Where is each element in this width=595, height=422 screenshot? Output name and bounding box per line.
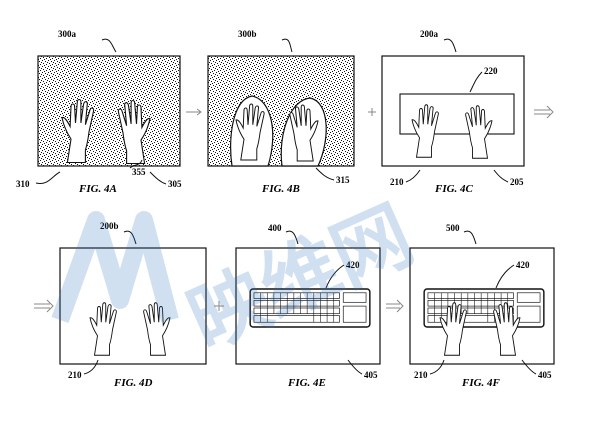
figure-caption: FIG. 4E [287, 377, 326, 389]
leader-line [285, 230, 299, 245]
ref-label: 420 [346, 260, 360, 270]
leader-line [83, 359, 99, 375]
plus-sign [368, 108, 376, 116]
figure-4f: 500 420 210 405 FIG. 4F [409, 223, 555, 389]
leader-line [469, 71, 483, 93]
leader-line [495, 264, 515, 289]
ref-label: 210 [414, 370, 428, 380]
leader-line [463, 230, 477, 245]
ref-label: 355 [132, 167, 146, 177]
ref-label: 420 [516, 260, 530, 270]
figure-4e: 400 420 405 FIG. 4E [235, 223, 381, 389]
ref-label: 310 [16, 179, 30, 189]
leader-line [493, 169, 509, 183]
figure-caption: FIG. 4C [434, 183, 474, 195]
ref-label: 220 [484, 66, 498, 76]
leader-line [325, 264, 345, 289]
figure-caption: FIG. 4B [261, 183, 300, 195]
leader-line [101, 38, 117, 53]
ref-label: 210 [68, 370, 82, 380]
watermark-logo-mark [51, 211, 179, 324]
ref-label: 300b [238, 29, 257, 39]
ref-label: 500 [446, 223, 460, 233]
ref-label: 405 [538, 370, 552, 380]
figure-4a: 300a 310 355 305 FIG. 4A [16, 29, 182, 195]
figure-4d: 200b 210 FIG. 4D [59, 221, 207, 389]
figure-caption: FIG. 4A [78, 183, 117, 195]
leader-line [429, 359, 445, 375]
leader-line [405, 169, 421, 183]
arrow-head [196, 108, 202, 116]
frame-4d [59, 247, 207, 365]
double-arrow [386, 299, 404, 313]
ref-label: 210 [390, 177, 404, 187]
noise-frame-4a [37, 55, 181, 167]
figure-caption: FIG. 4D [113, 377, 153, 389]
leader-line [443, 38, 457, 53]
plus-sign [214, 301, 224, 311]
leader-line [35, 171, 61, 185]
ref-label: 205 [510, 177, 524, 187]
leader-line [315, 167, 335, 181]
ref-label: 200a [420, 29, 439, 39]
leader-line [347, 359, 363, 375]
ref-label: 200b [100, 221, 119, 231]
double-arrow [34, 299, 54, 313]
double-arrow [534, 105, 554, 119]
ref-label: 400 [268, 223, 282, 233]
leader-line [521, 359, 537, 375]
figure-4c: 200a 220 210 205 FIG. 4C [381, 29, 525, 195]
ref-label: 315 [336, 175, 350, 185]
figure-4b: 300b 315 FIG. 4B [207, 29, 355, 195]
leader-line [149, 171, 167, 185]
figure-caption: FIG. 4F [461, 377, 501, 389]
ref-label: 405 [364, 370, 378, 380]
ref-label: 305 [168, 179, 182, 189]
leader-line [123, 230, 137, 245]
ref-label: 300a [58, 29, 77, 39]
leader-line [129, 159, 143, 169]
leader-line [281, 38, 293, 53]
